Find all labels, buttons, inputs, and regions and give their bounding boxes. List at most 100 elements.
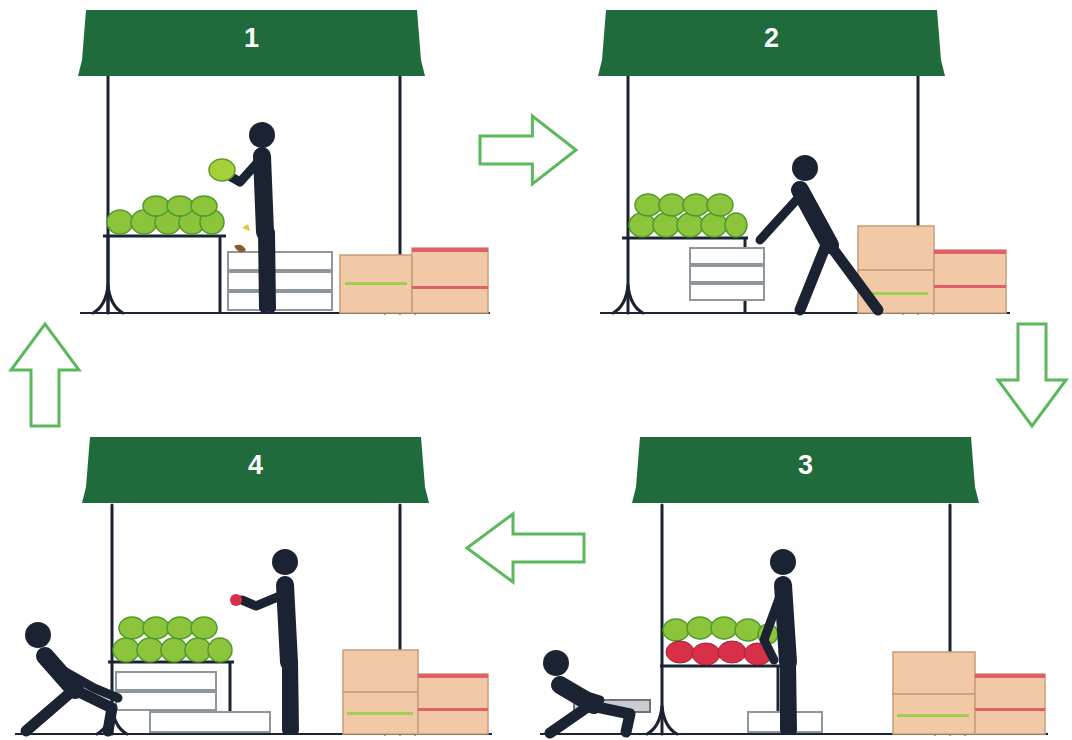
lettuce-pile-part	[143, 196, 169, 216]
stall-canopy: 3	[632, 437, 979, 503]
step-number: 1	[244, 24, 259, 54]
produce-crate-part	[343, 692, 418, 734]
lettuce-pile-part	[191, 196, 217, 216]
crate-produce-part	[345, 282, 407, 285]
lettuce-pile-part	[185, 638, 211, 662]
stall-pole-part	[107, 76, 110, 313]
vendor-figure-part	[568, 690, 600, 700]
stall-pole-part	[661, 505, 664, 734]
lettuce-pile-part	[167, 617, 193, 639]
vendor-figure-part	[209, 159, 235, 181]
lettuce-pile-part	[635, 194, 661, 216]
ground-line	[15, 313, 1048, 734]
lettuce-pile-part	[725, 213, 747, 237]
basket-stack-part	[690, 248, 764, 264]
produce-crate	[340, 226, 1045, 734]
cycle-arrow	[11, 324, 79, 426]
cycle-arrow	[480, 116, 576, 184]
vendor-figure-part	[230, 594, 242, 606]
stall-pole-part	[613, 285, 643, 313]
produce-table-part	[660, 665, 782, 668]
vendor-figure-part	[764, 596, 780, 660]
lettuce-pile-part	[659, 194, 685, 216]
crate-band-part	[418, 674, 488, 678]
basket-stack-part	[690, 266, 764, 282]
lettuce-pile-part	[677, 213, 703, 237]
crate-produce-part	[347, 712, 413, 715]
lettuce-pile-part	[107, 210, 133, 234]
lettuce-pile-part	[208, 638, 232, 662]
produce-table-part	[107, 236, 110, 313]
tomato-pile-part	[692, 643, 720, 665]
produce-crate-part	[418, 674, 488, 734]
vendor-figure-part	[800, 245, 878, 310]
crate-band-part	[412, 248, 488, 252]
crate-band-part	[975, 708, 1045, 711]
stall-pole-part	[647, 706, 677, 734]
tomato-pile	[666, 641, 772, 665]
stall-canopy: 4	[82, 437, 429, 503]
vendor-figure-part	[287, 662, 294, 730]
crate-produce-part	[897, 714, 969, 717]
canopy-fill	[598, 10, 945, 76]
lettuce-pile-part	[161, 638, 187, 662]
canopy-fill	[82, 437, 429, 503]
produce-crate-part	[975, 674, 1045, 734]
crate-band-part	[934, 250, 1006, 254]
lettuce-pile-part	[191, 617, 217, 639]
lettuce-pile-part	[119, 617, 145, 639]
produce-crate-part	[858, 226, 934, 270]
basket-stack-part	[228, 252, 332, 270]
produce-table-part	[103, 235, 226, 238]
cycle-arrow	[998, 324, 1066, 426]
vendor-figure-part	[785, 662, 792, 730]
crate-band-part	[412, 286, 488, 289]
stall-panel: 2	[580, 8, 1068, 320]
stall-pole-part	[627, 76, 630, 313]
vendor-figure-part	[263, 232, 271, 308]
crate-band-part	[418, 708, 488, 711]
crate-band-part	[975, 674, 1045, 678]
lettuce-pile-part	[653, 213, 679, 237]
vendor-figure-part	[55, 666, 118, 698]
produce-crate-part	[412, 248, 488, 313]
stall-panel: 3	[588, 430, 1068, 735]
basket-stack-part	[150, 712, 270, 732]
basket-stack-part	[116, 692, 216, 710]
lettuce-pile-part	[687, 617, 713, 639]
canopy-fill	[632, 437, 979, 503]
lettuce-pile-part	[701, 213, 727, 237]
lettuce-pile-part	[137, 638, 163, 662]
basket-stack-part	[690, 284, 764, 300]
lettuce-pile-part	[167, 196, 193, 216]
vendor-figure-part	[26, 690, 112, 731]
tomato-pile-part	[718, 641, 746, 663]
stall-panel: 4	[8, 430, 463, 735]
basket-stack-part	[228, 272, 332, 290]
vendor-figure-part	[285, 585, 289, 662]
stall-canopy: 2	[598, 10, 945, 76]
step-number: 2	[764, 24, 779, 54]
vendor-figure-part	[800, 190, 830, 245]
step-number: 4	[248, 451, 263, 481]
lettuce-pile-part	[683, 194, 709, 216]
vendor-figure-part	[242, 224, 250, 231]
vendor-figure-part	[249, 122, 275, 148]
produce-crate-part	[343, 650, 418, 692]
lettuce-pile-part	[707, 194, 733, 216]
tomato-pile-part	[666, 641, 694, 663]
stall-panel: 1	[8, 8, 476, 320]
basket-stack-part	[228, 292, 332, 310]
produce-table-part	[219, 236, 222, 313]
lettuce-pile	[107, 194, 778, 662]
produce-crate-part	[340, 255, 412, 313]
vendor-figure-part	[770, 549, 796, 575]
vendor-figure-part	[25, 622, 51, 648]
produce-crate-part	[893, 652, 975, 694]
produce-crate-part	[893, 694, 975, 734]
vendor-figure-part	[760, 196, 800, 240]
basket-stack-part	[116, 672, 216, 690]
